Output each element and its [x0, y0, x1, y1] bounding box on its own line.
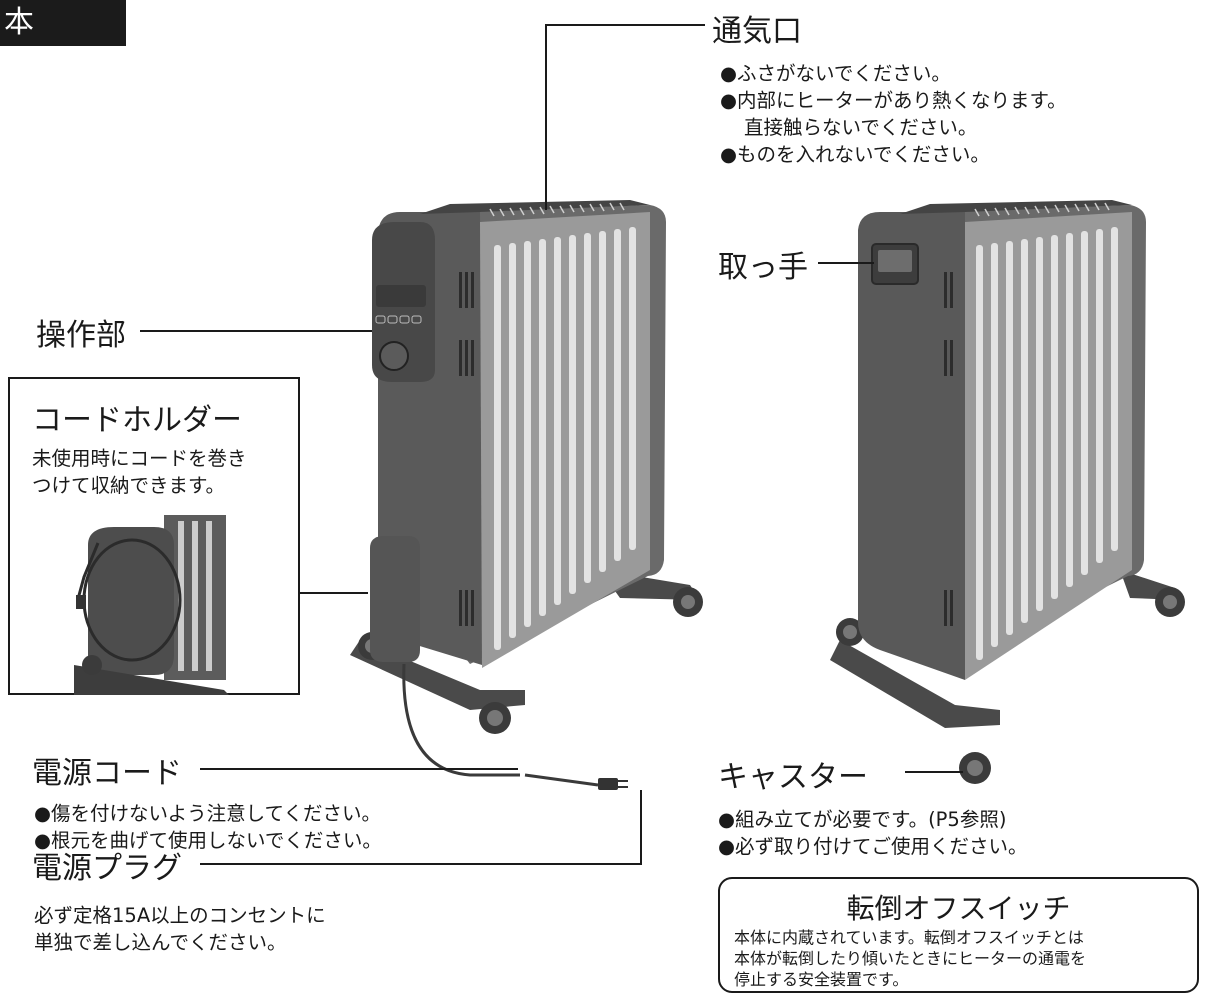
cord-holder-note-1: 未使用時にコードを巻き	[32, 447, 247, 470]
tip-switch-title: 転倒オフスイッチ	[846, 892, 1071, 925]
tip-switch-note-3: 停止する安全装置です。	[734, 970, 909, 989]
vent-note-1: ●ふさがないでください。	[720, 62, 951, 85]
cord-holder-note-2: つけて収納できます。	[32, 474, 226, 497]
holder-leader	[300, 592, 368, 594]
caster-label: キャスター	[718, 760, 868, 795]
plug-leader-h	[200, 863, 642, 865]
control-label: 操作部	[36, 318, 126, 353]
caster-note-1: ●組み立てが必要です。(P5参照)	[718, 808, 1007, 831]
power-cord-notes: ●傷を付けないよう注意してください。 ●根元を曲げて使用しないでください。	[34, 800, 382, 854]
power-plug-note-2: 単独で差し込んでください。	[34, 931, 287, 954]
vent-leader-h	[545, 24, 705, 26]
control-leader	[140, 330, 372, 332]
power-cord-note-1: ●傷を付けないよう注意してください。	[34, 802, 381, 825]
power-cord-note-2: ●根元を曲げて使用しないでください。	[34, 829, 382, 852]
power-cord-label: 電源コード	[32, 756, 182, 791]
tip-switch-box: 転倒オフスイッチ 本体に内蔵されています。転倒オフスイッチとは 本体が転倒したり…	[718, 877, 1199, 993]
caster-leader	[905, 771, 963, 773]
page-title: 本 体	[0, 0, 126, 86]
vent-leader-v	[545, 24, 547, 210]
cord-holder-box: コードホルダー 未使用時にコードを巻き つけて収納できます。	[8, 377, 300, 695]
plug-leader-v	[640, 790, 642, 865]
cord-leader	[200, 768, 518, 770]
cord-holder-detail-illustration	[74, 515, 229, 695]
tip-switch-notes: 本体に内蔵されています。転倒オフスイッチとは 本体が転倒したり傾いたときにヒータ…	[734, 927, 1086, 990]
vent-note-3: 直接触らないでください。	[744, 116, 978, 139]
power-plug-graphic	[598, 778, 628, 790]
cord-holder-notes: 未使用時にコードを巻き つけて収納できます。	[32, 445, 247, 499]
power-plug-label: 電源プラグ	[32, 851, 182, 886]
handle-label: 取っ手	[718, 250, 808, 285]
power-plug-notes: 必ず定格15A以上のコンセントに 単独で差し込んでください。	[34, 902, 326, 956]
vent-label: 通気口	[712, 14, 802, 49]
vent-notes: ●ふさがないでください。 ●内部にヒーターがあり熱くなります。 直接触らないでく…	[720, 60, 1067, 168]
handle-leader	[818, 262, 874, 264]
back-heater-base	[830, 570, 1185, 784]
tip-switch-note-1: 本体に内蔵されています。転倒オフスイッチとは	[734, 928, 1084, 947]
power-plug-note-1: 必ず定格15A以上のコンセントに	[34, 904, 326, 927]
front-cord-holder	[370, 536, 420, 662]
vent-note-2: ●内部にヒーターがあり熱くなります。	[720, 89, 1067, 112]
caster-note-2: ●必ず取り付けてご使用ください。	[718, 835, 1028, 858]
caster-notes: ●組み立てが必要です。(P5参照) ●必ず取り付けてご使用ください。	[718, 806, 1028, 860]
tip-switch-note-2: 本体が転倒したり傾いたときにヒーターの通電を	[734, 949, 1087, 968]
vent-note-4: ●ものを入れないでください。	[720, 143, 990, 166]
front-control-panel	[372, 222, 435, 382]
cord-holder-label: コードホルダー	[32, 403, 242, 438]
